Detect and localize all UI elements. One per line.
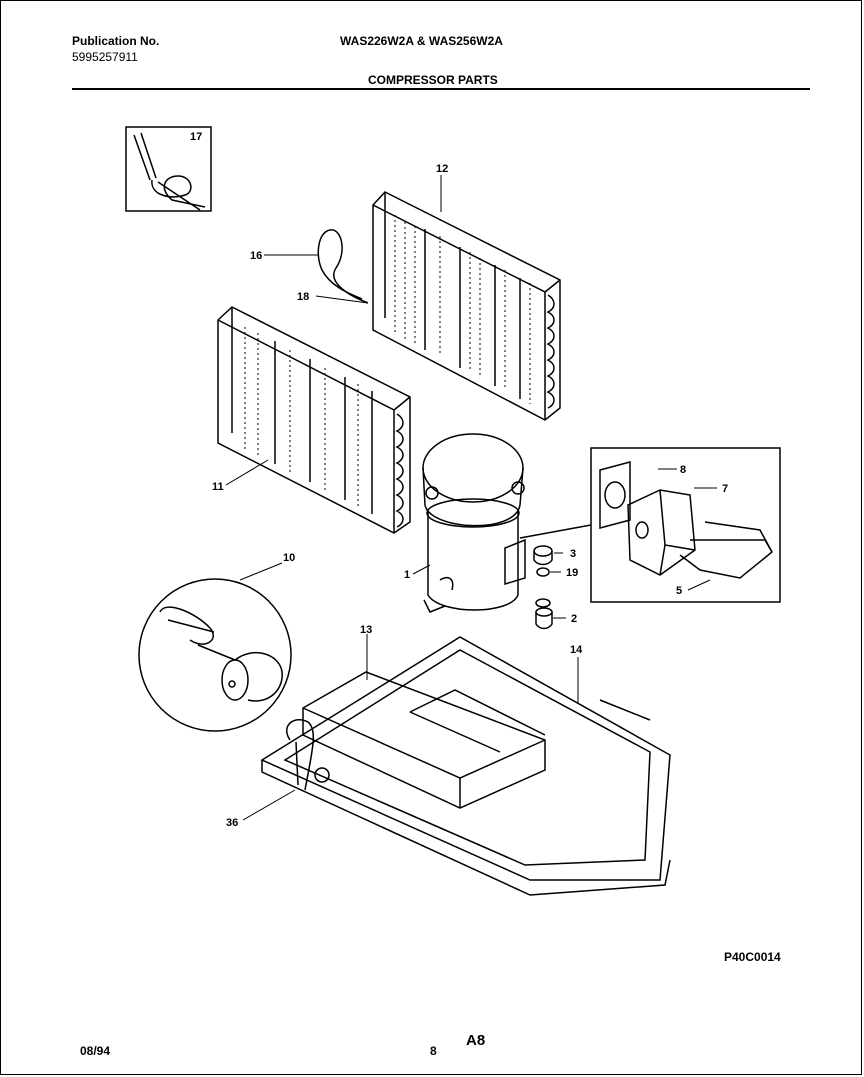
callout-16: 16 [250, 250, 262, 262]
base-pan-14 [260, 636, 671, 896]
figure-id: P40C0014 [724, 950, 781, 964]
footer-code: A8 [466, 1032, 486, 1049]
footer-page: 8 [430, 1044, 437, 1058]
publication-label: Publication No. [72, 34, 160, 48]
callout-8: 8 [680, 464, 686, 476]
terminal-cover-box [519, 447, 781, 603]
callout-18: 18 [297, 291, 309, 303]
mount-parts [533, 545, 553, 630]
publication-number: 5995257911 [72, 50, 138, 64]
condenser-coil-12 [372, 191, 561, 421]
tube-16-18 [317, 229, 369, 304]
callout-1: 1 [404, 569, 410, 581]
callout-36: 36 [226, 817, 238, 829]
callout-19: 19 [566, 567, 578, 579]
callout-12: 12 [436, 163, 448, 175]
capacitor-detail-10 [138, 578, 292, 732]
callout-3: 3 [570, 548, 576, 560]
compressor-1 [422, 433, 526, 613]
callout-2: 2 [571, 613, 577, 625]
sensor-tube-illustration [125, 126, 212, 212]
header-rule [72, 88, 810, 90]
section-title: COMPRESSOR PARTS [368, 73, 498, 87]
footer-date: 08/94 [80, 1044, 111, 1058]
callout-7: 7 [722, 483, 728, 495]
model-numbers: WAS226W2A & WAS256W2A [340, 34, 503, 48]
callout-5: 5 [676, 585, 682, 597]
callout-13: 13 [360, 624, 372, 636]
callout-14: 14 [570, 644, 583, 656]
callout-10: 10 [283, 552, 295, 564]
callout-17: 17 [190, 131, 202, 143]
bracket-36 [286, 719, 330, 791]
evaporator-coil-11 [217, 306, 411, 534]
drain-tray-13 [302, 671, 546, 809]
leader-lines [225, 175, 717, 821]
callout-11: 11 [212, 481, 224, 493]
